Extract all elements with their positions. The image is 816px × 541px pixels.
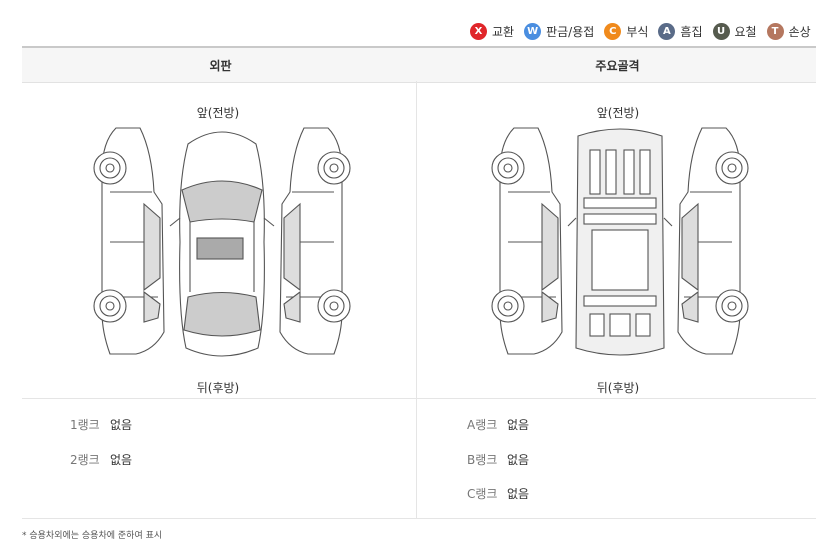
rank-name: B랭크	[467, 453, 498, 467]
legend-item-exchange: X 교환	[470, 22, 515, 40]
rank-name: A랭크	[467, 418, 498, 432]
exterior-front-label: 앞(전방)	[196, 106, 240, 120]
table-bottom-border	[22, 518, 816, 519]
frame-header: 주요골격	[595, 58, 640, 73]
exterior-car-diagram	[93, 127, 351, 357]
exterior-rear-label: 뒤(후방)	[196, 381, 240, 395]
exterior-rank-1: 1랭크 없음	[70, 416, 132, 433]
frame-rear-label: 뒤(후방)	[596, 381, 640, 395]
legend-item-scratch: A 흠집	[658, 22, 703, 40]
legend-label: 교환	[492, 24, 515, 39]
damage-badge-icon: T	[766, 22, 784, 40]
section-divider	[22, 398, 816, 399]
dent-badge-icon: U	[712, 22, 730, 40]
frame-car-diagram	[491, 127, 749, 356]
legend-label: 손상	[788, 24, 811, 39]
inspection-table-header: 외판 주요골격	[22, 46, 816, 83]
rank-value: 없음	[507, 453, 530, 467]
frame-rank-a: A랭크 없음	[467, 416, 529, 433]
legend-label: 흠집	[680, 24, 703, 39]
rank-value: 없음	[507, 487, 530, 501]
rank-name: 1랭크	[70, 418, 100, 432]
legend-item-damage: T 손상	[766, 22, 811, 40]
rank-value: 없음	[507, 418, 530, 432]
frame-rank-c: C랭크 없음	[467, 485, 529, 502]
sheet-metal-badge-icon: W	[524, 22, 542, 40]
exterior-header: 외판	[209, 58, 232, 73]
legend-label: 부식	[626, 24, 649, 39]
column-divider	[416, 81, 417, 518]
legend-item-corrosion: C 부식	[604, 22, 649, 40]
frame-front-label: 앞(전방)	[596, 106, 640, 120]
rank-value: 없음	[110, 418, 133, 432]
legend-item-dent: U 요철	[712, 22, 757, 40]
damage-legend: X 교환 W 판금/용접 C 부식 A 흠집 U 요철 T 손상	[470, 20, 816, 42]
frame-rank-b: B랭크 없음	[467, 451, 529, 468]
exchange-badge-icon: X	[470, 22, 487, 40]
rank-name: 2랭크	[70, 453, 100, 467]
legend-item-sheet-metal: W 판금/용접	[524, 22, 595, 40]
rank-value: 없음	[110, 453, 133, 467]
rank-name: C랭크	[467, 487, 498, 501]
exterior-rank-2: 2랭크 없음	[70, 451, 132, 468]
legend-label: 판금/용접	[546, 24, 595, 39]
legend-label: 요철	[734, 24, 757, 39]
scratch-badge-icon: A	[658, 22, 676, 40]
corrosion-badge-icon: C	[604, 22, 622, 40]
footnote: * 승용차외에는 승용차에 준하여 표시	[22, 531, 163, 541]
